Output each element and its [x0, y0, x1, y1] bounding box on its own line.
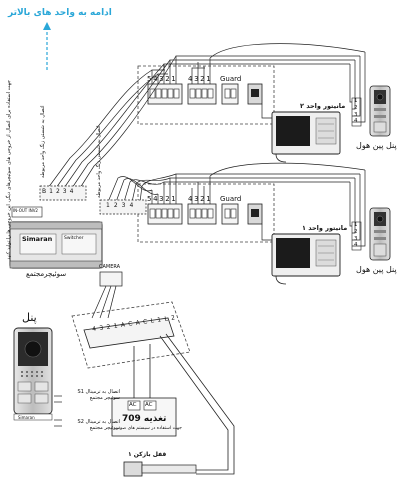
unit1-pin-1: 1 — [354, 222, 358, 228]
power-supply — [111, 397, 177, 437]
unit2-monitor-label: مانیتور واحد ۲ — [300, 102, 346, 110]
camera-label: CAMERA — [99, 264, 121, 270]
unit2-num-e: 1 — [171, 75, 178, 83]
unit2-num-g: 3 — [194, 75, 201, 83]
unit1-num-g: 3 — [194, 195, 201, 203]
unit1-num-f: 4 — [188, 195, 195, 203]
unit2-num-h: 2 — [200, 75, 207, 83]
psu-ac-2: AC — [145, 402, 153, 408]
unit1-num-e: 1 — [171, 195, 178, 203]
unit2-door-panel-label: پنل پین هول — [356, 141, 397, 150]
distributor-model: Switcher — [64, 236, 84, 241]
psu-subtitle: جهت استفاده در سیستم های صوتی — [115, 426, 182, 431]
strip-b-2: 2 — [55, 188, 63, 195]
strip-b-3: 3 — [62, 188, 70, 195]
main-panel — [13, 327, 53, 421]
unit1-terminal4-numbers: 4321 — [188, 196, 212, 203]
unit1-num-i: 1 — [206, 195, 213, 203]
unit2-num-b: 4 — [153, 75, 160, 83]
unit1-num-c: 3 — [159, 195, 166, 203]
unit2-terminal4-numbers: 4321 — [188, 76, 212, 83]
riser-wires — [47, 55, 177, 203]
unit2-pin-4: 4 — [354, 118, 358, 124]
psu-title: تغذیه 709 — [122, 414, 167, 424]
unit1-terminal-numbers: 54321 — [147, 196, 177, 203]
unit2-num-d: 2 — [165, 75, 172, 83]
distributor-box — [9, 206, 103, 269]
strip-b-1: 1 — [49, 188, 56, 195]
psu-ac-1: AC — [129, 402, 137, 408]
unit1-num-a: 5 — [147, 195, 154, 203]
distributor-out-strip-1 — [99, 199, 147, 215]
unit2-group — [137, 43, 391, 163]
unit2-dashed-box — [137, 65, 275, 125]
strip-b-4: 4 — [69, 188, 77, 195]
unit1-door-panel-label: پنل پین هول — [356, 265, 397, 274]
unit1-num-b: 4 — [153, 195, 160, 203]
continue-upper-units-label: ادامه به واحد های بالاتر — [8, 8, 112, 18]
distributor-label: سوئیچرمجتمع — [26, 270, 67, 278]
door-lock-label: قفل بازکن ۱ — [128, 451, 167, 458]
unit1-dashed-box — [137, 183, 275, 243]
unit1-pin-3: 3 — [354, 236, 358, 242]
distributor-conn-note-unit1: اتصال به شستی زنگ واحد مربوطه — [96, 125, 102, 199]
unit1-pin-2: 2 — [354, 229, 358, 235]
unit2-num-f: 4 — [188, 75, 195, 83]
unit2-num-i: 1 — [206, 75, 213, 83]
main-panel-terminal-strip — [71, 301, 191, 369]
unit2-num-c: 3 — [159, 75, 166, 83]
unit2-pin-3: 3 — [354, 112, 358, 118]
distributor-conn-note-unit2: اتصال به شستی زنگ واحد مربوطه — [40, 105, 46, 179]
distributor-side-note: جهت استفاده برای اتصال از خروجی های سوئی… — [6, 80, 12, 260]
main-panel-s2-label: اتصال به ترمینال S2 سوئیچر مجتمع — [77, 419, 120, 431]
unit1-pin-4: 4 — [354, 242, 358, 248]
unit1-num-h: 2 — [200, 195, 207, 203]
continue-arrow-head — [43, 22, 51, 30]
main-panel-title: پنل — [22, 311, 37, 324]
distributor-out-strip-b — [39, 185, 87, 201]
unit1-monitor-label: مانیتور واحد ۱ — [302, 224, 348, 232]
strip-1-3: 3 — [121, 202, 130, 209]
distributor-strip-b-labels: B1234 — [42, 189, 76, 195]
unit1-group — [137, 162, 391, 285]
unit2-pin-1: 1 — [354, 98, 358, 104]
unit2-terminal-numbers: 54321 — [147, 76, 177, 83]
unit1-guard-label: Guard — [220, 195, 242, 203]
unit2-num-a: 5 — [147, 75, 154, 83]
strip-1-2: 2 — [113, 202, 122, 209]
unit2-guard-label: Guard — [220, 75, 242, 83]
strip-1-4: 4 — [129, 202, 138, 209]
unit2-pin-2: 2 — [354, 105, 358, 111]
distributor-bottom-code: IN-OUT INV2 — [13, 208, 38, 213]
strip-1-1: 1 — [106, 202, 114, 209]
main-panel-s1-label: اتصال به ترمینال S1 سوئیچر مجتمع — [77, 389, 120, 401]
unit1-num-d: 2 — [165, 195, 172, 203]
door-lock — [123, 461, 197, 477]
camera-connector — [99, 271, 123, 287]
main-panel-brand: Simaran — [18, 415, 35, 420]
distributor-brand: Simaran — [22, 235, 53, 243]
distributor-strip-1-labels: 1234 — [106, 203, 137, 209]
strip-b-b: B — [42, 188, 50, 195]
